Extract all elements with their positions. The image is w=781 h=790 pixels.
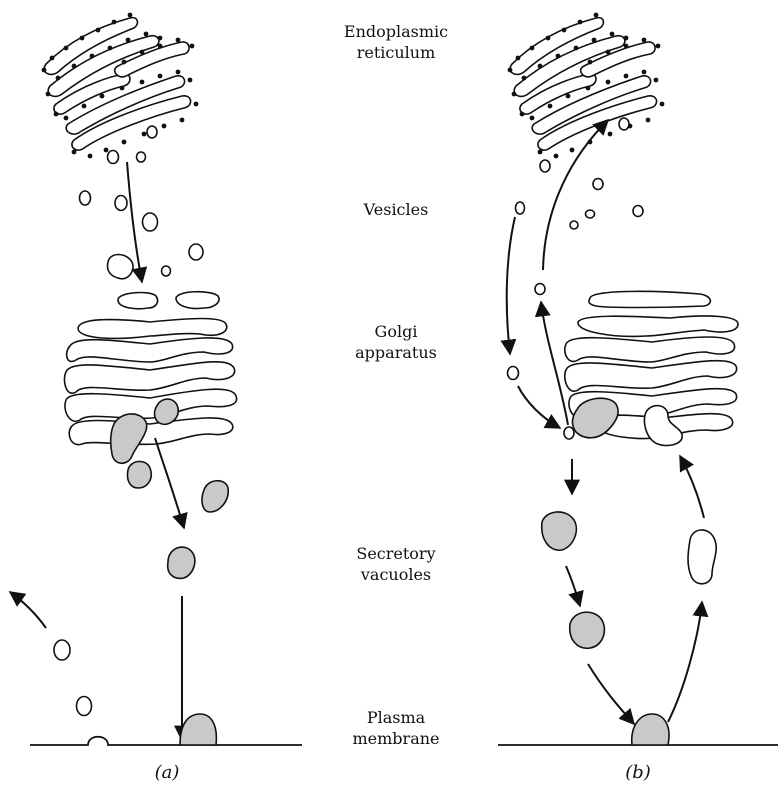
vesicle bbox=[115, 196, 127, 211]
golgi-cisterna bbox=[69, 418, 233, 445]
golgi-cisterna bbox=[67, 338, 233, 362]
exocytosis-bud bbox=[180, 714, 216, 745]
vesicle bbox=[516, 202, 525, 214]
label-er-line1: Endoplasmic bbox=[344, 22, 448, 41]
secretory-vacuole bbox=[111, 414, 147, 463]
label-er-line2: reticulum bbox=[357, 43, 436, 62]
panel-a-golgi bbox=[64, 292, 236, 445]
label-golgi-line1: Golgi bbox=[375, 322, 418, 341]
secretory-vacuole bbox=[202, 481, 228, 512]
golgi-cisterna bbox=[78, 319, 227, 339]
panel-a bbox=[10, 13, 302, 745]
panel-b-secretory-vacuoles bbox=[542, 512, 605, 648]
golgi-cisterna bbox=[565, 361, 737, 392]
vesicle bbox=[535, 284, 545, 295]
vesicle bbox=[107, 255, 133, 279]
label-secretory-line1: Secretory bbox=[356, 544, 435, 563]
arrow-membrane-to-vacuole bbox=[668, 602, 702, 722]
arrow-vacuole-to-golgi bbox=[680, 456, 704, 518]
panel-b bbox=[498, 13, 778, 745]
caption-a: (a) bbox=[155, 762, 180, 783]
vesicle bbox=[619, 118, 629, 130]
label-secretory-line2: vacuoles bbox=[360, 565, 431, 584]
vesicle bbox=[77, 697, 92, 716]
label-plasma-line2: membrane bbox=[352, 729, 439, 748]
label-plasma-line1: Plasma bbox=[367, 708, 426, 727]
secretory-vacuole bbox=[542, 512, 577, 550]
panel-a-plasma-membrane bbox=[30, 737, 302, 745]
vesicle bbox=[540, 160, 550, 172]
golgi-cisterna bbox=[118, 293, 158, 309]
vesicle bbox=[508, 367, 519, 380]
panel-a-er bbox=[42, 13, 199, 159]
golgi-cisterna bbox=[565, 337, 735, 362]
stage-labels: Endoplasmic reticulum Vesicles Golgi app… bbox=[344, 22, 448, 748]
exocytosis-bud bbox=[632, 714, 669, 745]
arrow-vacuole-to-vacuole bbox=[566, 566, 580, 606]
label-vesicles: Vesicles bbox=[363, 200, 429, 219]
vesicle bbox=[564, 427, 574, 439]
secretory-vacuole bbox=[127, 461, 151, 488]
golgi-cisterna bbox=[578, 316, 738, 336]
panel-a-vesicles bbox=[80, 126, 204, 279]
returning-vacuole bbox=[688, 530, 716, 584]
arrow-vacuole-to-membrane bbox=[588, 664, 634, 724]
vesicle bbox=[80, 191, 91, 205]
golgi-cisterna bbox=[176, 292, 219, 309]
panel-a-endocytic-vesicles bbox=[54, 640, 92, 716]
golgi-cisterna bbox=[64, 362, 234, 393]
vesicle bbox=[137, 152, 146, 162]
arrow-to-exterior bbox=[10, 592, 46, 628]
vesicle bbox=[108, 151, 119, 164]
secretory-vacuole bbox=[155, 399, 179, 424]
golgi-cisterna bbox=[589, 291, 711, 307]
vesicle bbox=[162, 266, 171, 276]
label-golgi-line2: apparatus bbox=[355, 343, 437, 362]
golgi-cisterna bbox=[65, 389, 237, 421]
panel-b-er bbox=[508, 13, 665, 159]
vesicle bbox=[189, 244, 203, 260]
arrow-vesicle-to-golgi bbox=[518, 386, 560, 428]
arrow-golgi-to-vacuole bbox=[155, 438, 184, 528]
vesicle bbox=[54, 640, 70, 660]
arrow-vacuole-to-vesicle bbox=[541, 302, 568, 425]
secretory-vacuole bbox=[570, 612, 605, 648]
vesicle bbox=[633, 206, 643, 217]
secretory-vacuole bbox=[168, 547, 195, 578]
vesicle bbox=[147, 126, 157, 138]
vesicle bbox=[593, 179, 603, 190]
vesicle bbox=[570, 221, 578, 229]
vesicle bbox=[586, 210, 595, 218]
vesicle bbox=[143, 213, 158, 231]
caption-b: (b) bbox=[625, 762, 651, 783]
arrow-vesicle-to-er bbox=[507, 217, 515, 354]
